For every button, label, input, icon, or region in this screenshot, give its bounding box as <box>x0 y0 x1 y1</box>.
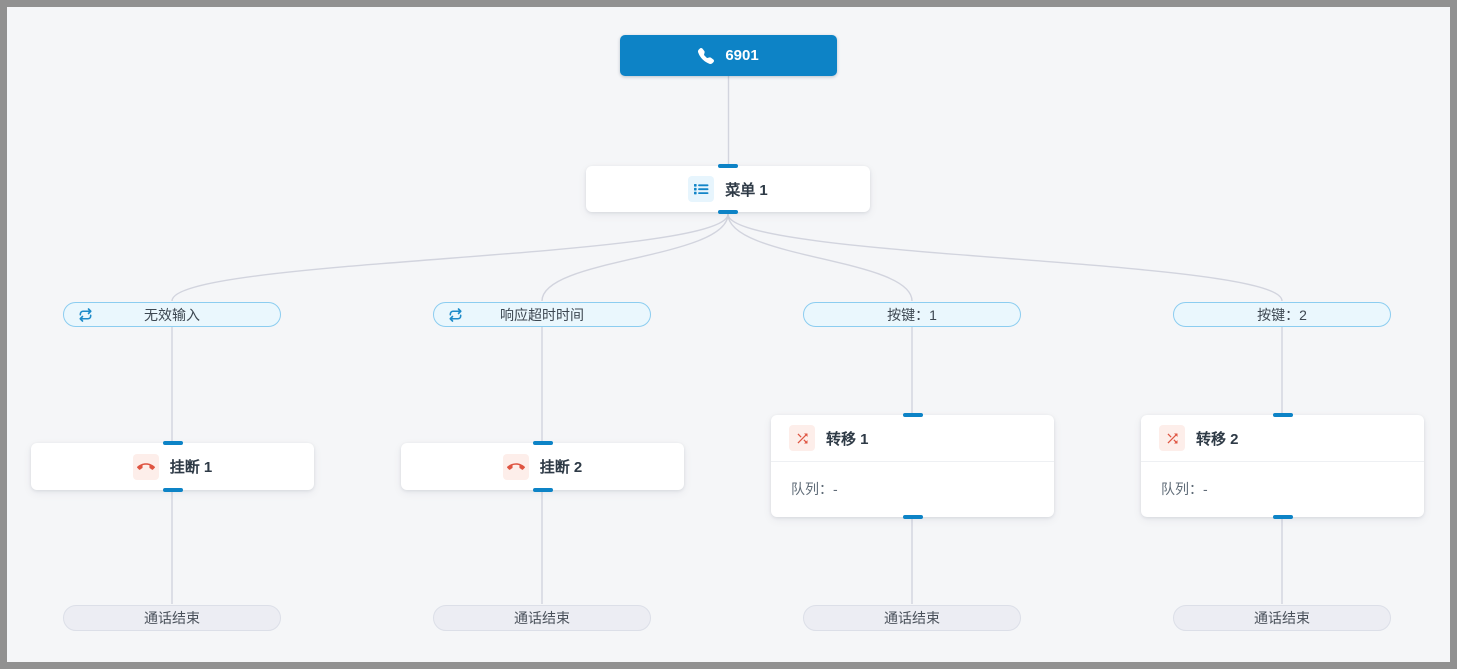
transfer-node-2-handle-bottom[interactable] <box>1272 515 1293 519</box>
hangup-node-2[interactable]: 挂断 2 <box>401 441 684 492</box>
hangup-phone-icon <box>132 453 159 480</box>
transfer-node-2-handle-top[interactable] <box>1272 413 1293 417</box>
phone-icon <box>698 47 715 64</box>
transfer-node-1-handle-bottom[interactable] <box>902 515 923 519</box>
transfer-node-1-queue: 队列：- <box>791 481 838 497</box>
hangup-node-1[interactable]: 挂断 1 <box>31 441 314 492</box>
branch-response-timeout-label: 响应超时时间 <box>500 306 584 323</box>
transfer-node-2-queue: 队列：- <box>1161 481 1208 497</box>
call-end-node-3: 通话结束 <box>803 605 1021 631</box>
transfer-node-1[interactable]: 转移 1 队列：- <box>771 413 1054 519</box>
shuffle-icon <box>1159 425 1185 451</box>
menu-list-icon <box>688 176 715 202</box>
branch-invalid-input[interactable]: 无效输入 <box>63 302 281 327</box>
edge-menu-to-branch-key1[interactable] <box>727 213 913 302</box>
branch-key-1[interactable]: 按键：1 <box>803 302 1021 327</box>
hangup-node-2-handle-top[interactable] <box>532 441 553 445</box>
loop-icon <box>448 307 463 322</box>
call-end-label: 通话结束 <box>144 610 200 626</box>
menu-node-handle-top[interactable] <box>718 164 738 168</box>
shuffle-icon <box>789 425 815 451</box>
edge-menu-to-branch-invalid[interactable] <box>171 213 729 302</box>
branch-key-2-label: 按键：2 <box>1257 306 1307 323</box>
call-end-label: 通话结束 <box>514 610 570 626</box>
transfer-node-2[interactable]: 转移 2 队列：- <box>1141 413 1424 519</box>
hangup-node-1-handle-top[interactable] <box>162 441 183 445</box>
branch-key-1-label: 按键：1 <box>887 306 937 323</box>
call-end-node-1: 通话结束 <box>63 605 281 631</box>
menu-node-handle-bottom[interactable] <box>718 210 738 214</box>
call-end-node-4: 通话结束 <box>1173 605 1391 631</box>
branch-key-2[interactable]: 按键：2 <box>1173 302 1391 327</box>
edge-menu-to-branch-timeout[interactable] <box>541 213 729 302</box>
hangup-node-1-handle-bottom[interactable] <box>162 488 183 492</box>
loop-icon <box>78 307 93 322</box>
transfer-node-1-title: 转移 1 <box>826 430 869 448</box>
hangup-phone-icon <box>502 453 529 480</box>
hangup-node-1-title: 挂断 1 <box>169 459 213 476</box>
branch-response-timeout[interactable]: 响应超时时间 <box>433 302 651 327</box>
hangup-node-2-handle-bottom[interactable] <box>532 488 553 492</box>
transfer-node-1-handle-top[interactable] <box>902 413 923 417</box>
call-end-label: 通话结束 <box>884 610 940 626</box>
entry-number-label: 6901 <box>725 47 759 64</box>
call-end-label: 通话结束 <box>1254 610 1310 626</box>
call-end-node-2: 通话结束 <box>433 605 651 631</box>
hangup-node-2-title: 挂断 2 <box>539 459 583 476</box>
entry-number-node[interactable]: 6901 <box>620 35 837 76</box>
transfer-node-2-title: 转移 2 <box>1196 430 1239 448</box>
branch-invalid-input-label: 无效输入 <box>144 306 200 323</box>
menu-node-title: 菜单 1 <box>725 181 768 199</box>
menu-node[interactable]: 菜单 1 <box>586 164 870 214</box>
edge-menu-to-branch-key2[interactable] <box>727 213 1283 302</box>
